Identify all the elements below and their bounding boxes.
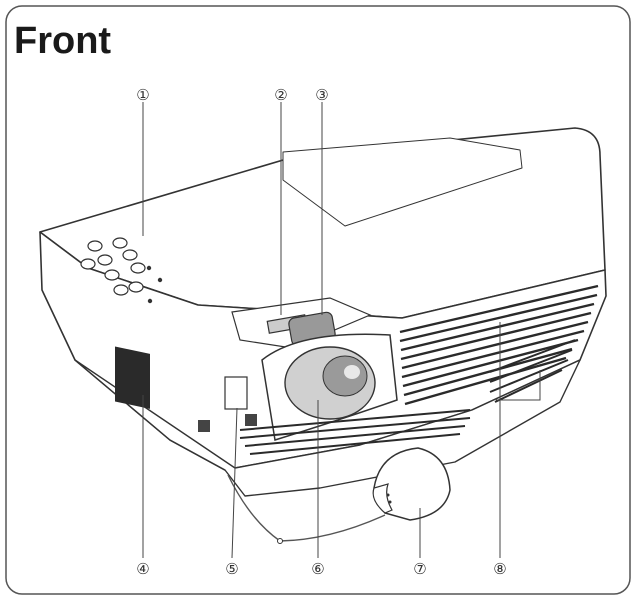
- callouts: ① ② ③ ④ ⑤ ⑥ ⑦ ⑧: [136, 86, 506, 578]
- control-button: [80, 258, 96, 270]
- vent-slat: [494, 369, 563, 403]
- top-lamp-cover: [282, 137, 523, 227]
- lens-assembly: [224, 333, 398, 441]
- vent-slat: [489, 339, 576, 373]
- callout-6: ⑥: [311, 560, 324, 578]
- leader-lines: [142, 102, 541, 559]
- frame-border: [5, 5, 631, 595]
- speaker-grille: [115, 346, 150, 409]
- power-button: [128, 281, 144, 293]
- ir-receiver: [224, 376, 248, 410]
- vent-slat: [403, 347, 573, 397]
- indicator-light: [146, 265, 152, 271]
- callout-2: ②: [274, 86, 287, 104]
- page-title: Front: [14, 20, 112, 62]
- vent-slat: [402, 338, 579, 388]
- vent-slat: [404, 356, 567, 406]
- callout-8: ⑧: [493, 560, 506, 578]
- callout-1: ①: [136, 86, 149, 104]
- vent-slat: [399, 284, 599, 334]
- vent-slat: [239, 409, 471, 431]
- lens-cap-clip: [372, 483, 393, 514]
- indicator-light: [147, 298, 153, 304]
- base-panel: [74, 359, 581, 497]
- indicator-light: [157, 277, 163, 283]
- vent-slat: [249, 433, 461, 455]
- lens-cap: [227, 447, 451, 544]
- cord-bead: [277, 538, 283, 544]
- vent-slat: [239, 417, 471, 439]
- callout-5: ⑤: [225, 560, 238, 578]
- lens-cap-body: [373, 447, 451, 521]
- lens-cap-dot: [388, 500, 392, 504]
- vent-slat: [399, 293, 598, 343]
- lens-cap-dot: [386, 493, 390, 497]
- callout-3: ③: [315, 86, 328, 104]
- vent-slat: [401, 329, 585, 379]
- callout-4: ④: [136, 560, 149, 578]
- vent-slat: [400, 311, 592, 361]
- vent-slat: [401, 320, 589, 370]
- vent-slat: [489, 349, 573, 383]
- lens-highlight: [344, 365, 360, 379]
- control-button: [112, 237, 128, 249]
- vent-slat: [244, 425, 466, 447]
- lower-vents: [239, 339, 576, 455]
- callout-7: ⑦: [413, 560, 426, 578]
- control-button: [87, 240, 103, 252]
- lens-glass: [322, 355, 368, 397]
- control-button: [104, 269, 120, 281]
- air-vents: [399, 284, 599, 406]
- vent-slat: [400, 302, 595, 352]
- lens-control-area: [231, 297, 372, 349]
- tilt-label-left: [198, 420, 210, 432]
- control-panel: [80, 237, 163, 304]
- control-button: [97, 254, 113, 266]
- control-button: [130, 262, 146, 274]
- tilt-label-right: [245, 414, 257, 426]
- control-button: [113, 284, 129, 296]
- control-button: [122, 249, 138, 261]
- vent-slat: [489, 359, 569, 393]
- leader-line-5: [231, 407, 238, 559]
- leader-line-8-bracket: [496, 370, 541, 401]
